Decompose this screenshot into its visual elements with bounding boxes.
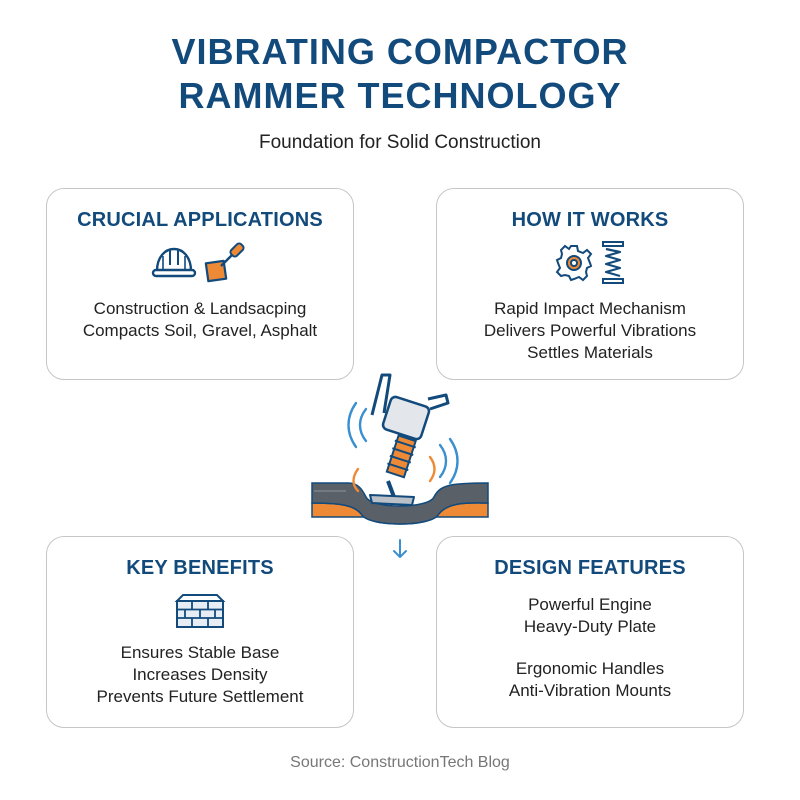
design-line-3: Ergonomic Handles (515, 659, 665, 678)
title-line-2: RAMMER TECHNOLOGY (178, 75, 622, 116)
how-it-works-line-3: Settles Materials (527, 343, 653, 362)
how-it-works-card: HOW IT WORKS Rapid Impact Mechanism Deli… (436, 188, 744, 380)
design-card: DESIGN FEATURES Powerful Engine Heavy-Du… (436, 536, 744, 728)
benefits-icons (47, 580, 353, 642)
spring-icon (602, 241, 624, 284)
source-credit: Source: ConstructionTech Blog (290, 754, 510, 771)
trowel-icon (204, 242, 245, 283)
design-line-4: Anti-Vibration Mounts (508, 681, 672, 700)
benefits-card: KEY BENEFITS Ensures Stable Base Increas… (46, 536, 354, 728)
benefits-lines: Ensures Stable Base Increases Density Pr… (47, 642, 353, 708)
how-it-works-lines: Rapid Impact Mechanism Delivers Powerful… (437, 298, 743, 364)
benefits-line-2: Increases Density (132, 665, 268, 684)
design-lines: Powerful Engine Heavy-Duty Plate Ergonom… (437, 594, 743, 702)
design-heading: DESIGN FEATURES (494, 557, 686, 579)
ground-layers-icon (311, 482, 489, 525)
gear-icon (555, 244, 593, 282)
benefits-line-3: Prevents Future Settlement (96, 687, 304, 706)
down-arrow-icon (393, 539, 407, 558)
applications-card: CRUCIAL APPLICATIONS Construction & Land… (46, 188, 354, 380)
hard-hat-icon (151, 247, 197, 278)
rammer-icon (369, 373, 450, 506)
design-line-1: Powerful Engine (528, 595, 652, 614)
applications-line-2: Compacts Soil, Gravel, Asphalt (82, 321, 318, 340)
how-it-works-line-1: Rapid Impact Mechanism (494, 299, 686, 318)
benefits-line-1: Ensures Stable Base (120, 643, 280, 662)
benefits-heading: KEY BENEFITS (126, 557, 274, 579)
how-it-works-icons (437, 232, 743, 294)
vibration-waves-icon (347, 401, 459, 493)
page-title: VIBRATING COMPACTOR RAMMER TECHNOLOGY (0, 30, 800, 118)
rammer-illustration (311, 373, 489, 525)
design-line-2: Heavy-Duty Plate (523, 617, 657, 636)
applications-icons (47, 232, 353, 294)
title-line-1: VIBRATING COMPACTOR (171, 31, 629, 72)
how-it-works-line-2: Delivers Powerful Vibrations (483, 321, 697, 340)
applications-line-1: Construction & Landsacping (93, 299, 307, 318)
how-it-works-heading: HOW IT WORKS (511, 209, 669, 231)
applications-lines: Construction & Landsacping Compacts Soil… (47, 298, 353, 342)
design-lines-spacer (437, 638, 743, 658)
brick-wall-icon (174, 594, 226, 628)
applications-heading: CRUCIAL APPLICATIONS (77, 209, 323, 231)
subtitle: Foundation for Solid Construction (259, 132, 541, 153)
